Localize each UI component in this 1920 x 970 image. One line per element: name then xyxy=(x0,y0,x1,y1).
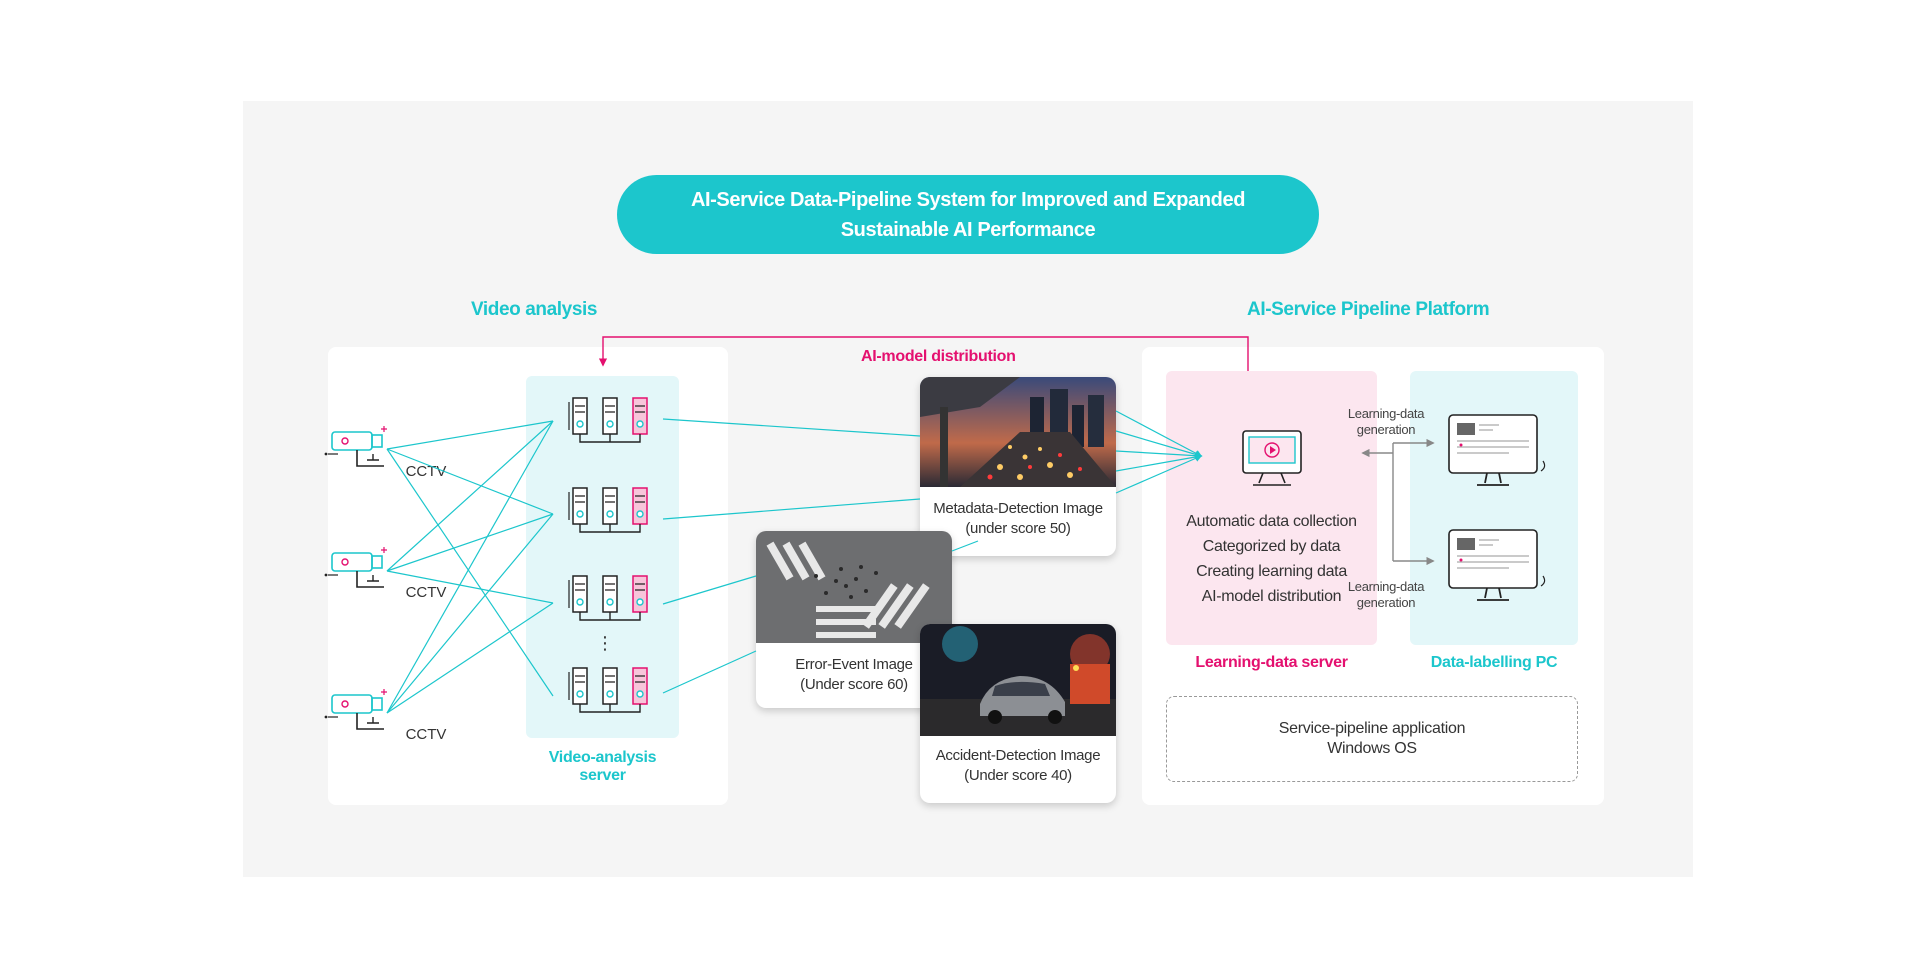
function-item: Creating learning data xyxy=(1196,563,1347,580)
ai-model-distribution-arrow xyxy=(598,336,1249,371)
ai-model-distribution-label: AI-model distribution xyxy=(861,348,1016,365)
server-image-links xyxy=(662,418,979,694)
learning-data-generation-label-2: Learning-data generation xyxy=(1347,579,1425,610)
learning-data-server-label: Learning-data server xyxy=(1195,654,1348,671)
learning-generation-arrows xyxy=(1361,438,1435,566)
cctv-camera-icon xyxy=(323,425,388,467)
function-item: Automatic data collection xyxy=(1186,513,1357,530)
server-rack-icon xyxy=(568,575,648,621)
cctv-label: CCTV xyxy=(405,726,447,743)
learning-server-functions: Automatic data collection Categorized by… xyxy=(1166,509,1377,609)
server-ellipsis: ⋮ xyxy=(596,633,614,653)
image-learning-links xyxy=(1115,410,1203,494)
data-labelling-pc-label: Data-labelling PC xyxy=(1430,654,1558,671)
traffic-night-photo xyxy=(920,377,1116,487)
section-title-video-analysis: Video analysis xyxy=(471,299,598,320)
app-line-1: Service-pipeline application xyxy=(1278,720,1466,737)
app-line-2: Windows OS xyxy=(1327,740,1417,757)
error-caption-line2: (Under score 60) xyxy=(800,676,908,693)
metadata-caption-line1: Metadata-Detection Image xyxy=(933,500,1103,517)
server-rack-icon xyxy=(568,397,648,443)
function-item: AI-model distribution xyxy=(1201,588,1342,605)
section-title-platform: AI-Service Pipeline Platform xyxy=(1247,299,1490,320)
monitor-play-icon xyxy=(1242,430,1302,486)
server-rack-icon xyxy=(568,667,648,713)
title-banner: AI-Service Data-Pipeline System for Impr… xyxy=(617,175,1319,254)
server-rack-icon xyxy=(568,487,648,533)
service-pipeline-application-box: Service-pipeline application Windows OS xyxy=(1166,696,1578,782)
labelling-monitor-icon xyxy=(1448,529,1546,601)
learning-data-generation-label-1: Learning-data generation xyxy=(1347,406,1425,437)
video-analysis-server-label: Video-analysis server xyxy=(548,749,657,784)
crosswalk-crowd-photo xyxy=(756,531,952,643)
title-line-2: Sustainable AI Performance xyxy=(840,218,1096,241)
learning-data-server-box xyxy=(1166,371,1377,645)
car-accident-photo xyxy=(920,624,1116,736)
function-item: Categorized by data xyxy=(1202,538,1341,555)
cctv-server-links xyxy=(386,420,554,714)
metadata-caption-line2: (under score 50) xyxy=(965,520,1071,537)
error-event-card: Error-Event Image (Under score 60) xyxy=(756,531,952,708)
diagram-canvas: AI-Service Data-Pipeline System for Impr… xyxy=(243,101,1693,877)
cctv-label: CCTV xyxy=(405,584,447,601)
title-line-1: AI-Service Data-Pipeline System for Impr… xyxy=(690,188,1246,211)
labelling-monitor-icon xyxy=(1448,414,1546,486)
error-caption-line1: Error-Event Image xyxy=(795,656,913,673)
accident-caption-line1: Accident-Detection Image xyxy=(935,747,1101,764)
cctv-camera-icon xyxy=(323,546,388,588)
cctv-label: CCTV xyxy=(405,463,447,480)
connectors-overlay xyxy=(323,336,1546,730)
cctv-camera-icon xyxy=(323,688,388,730)
accident-caption-line2: (Under score 40) xyxy=(964,767,1072,784)
accident-detection-card: Accident-Detection Image (Under score 40… xyxy=(920,624,1116,803)
metadata-detection-card: Metadata-Detection Image (under score 50… xyxy=(920,377,1116,556)
